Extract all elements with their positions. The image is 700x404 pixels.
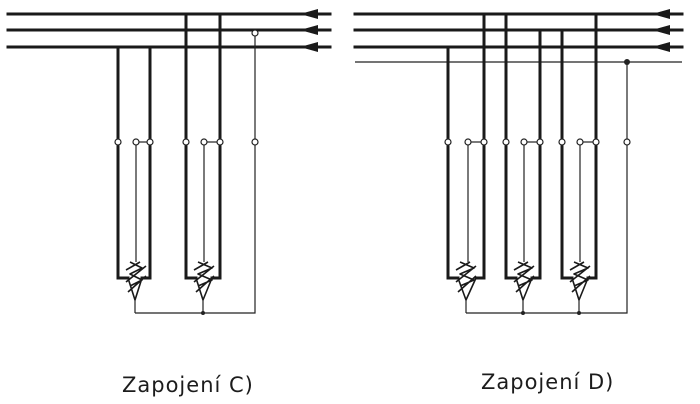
diagram-d-supply-lines (353, 9, 684, 63)
caption-diagram-d: Zapojení D) (481, 370, 615, 394)
caption-diagram-c: Zapojení C) (122, 373, 254, 397)
diagram-d-neutral (466, 59, 631, 315)
diagram-c-heater-1 (6, 45, 332, 313)
diagram-d-heater-2 (502, 12, 544, 313)
diagram-d-heater-3 (558, 12, 600, 313)
diagram-c-heater-2 (182, 12, 224, 313)
arrow-left-icon (300, 25, 318, 35)
diagram-d (353, 9, 684, 315)
arrow-left-icon (300, 9, 318, 19)
diagram-d-heater-1 (444, 12, 488, 313)
diagram-c (6, 9, 332, 315)
diagram-c-neutral (135, 29, 259, 315)
arrow-left-icon (652, 9, 670, 19)
arrow-left-icon (652, 42, 670, 52)
arrow-left-icon (652, 25, 670, 35)
